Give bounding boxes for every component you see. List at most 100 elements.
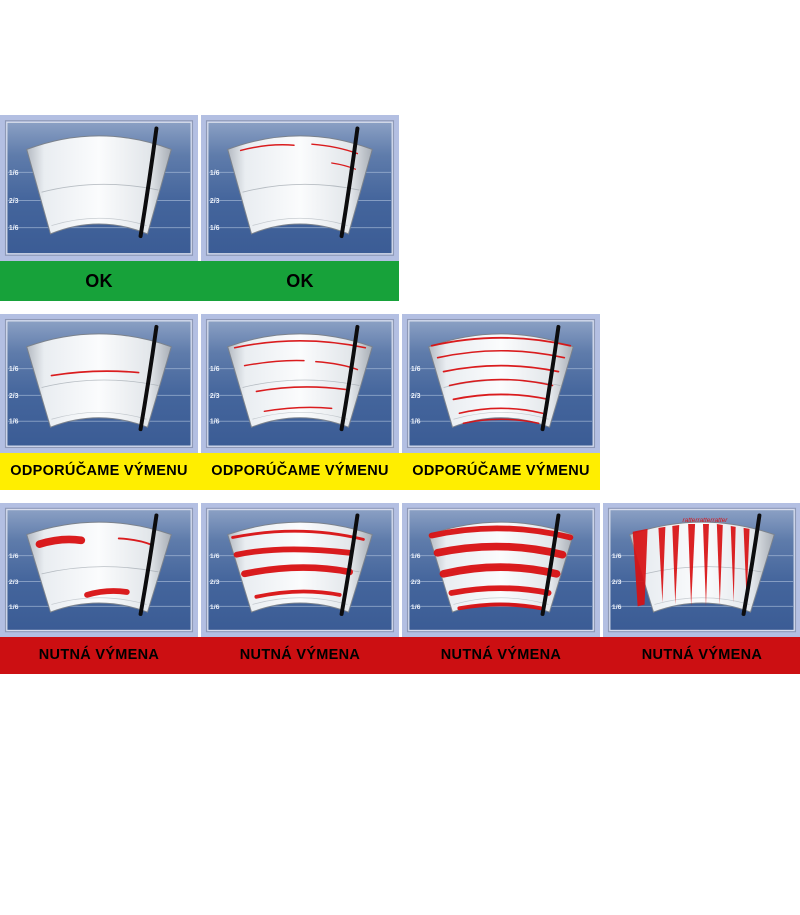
wear-streak [743,527,750,599]
wear-streak [243,359,305,367]
wiper-blade [339,324,360,432]
status-label: NUTNÁ VÝMENA [38,647,160,664]
status-label: ODPORÚČAME VÝMENU [10,463,188,480]
zone-label: 2/3 [210,197,220,205]
wiper-panel: 1/62/31/6 [0,503,198,637]
status-label: NUTNÁ VÝMENA [440,647,562,664]
wipe-arc-line [453,411,549,420]
wear-streak [239,144,295,152]
wipe-area [227,135,373,235]
wear-streak [233,340,367,349]
wear-streak [458,407,544,415]
wiper-blade [138,513,159,616]
wear-streak [702,524,709,607]
status-bar-replacement-recommended: ODPORÚČAME VÝMENU ODPORÚČAME VÝMENU ODPORÚ… [0,453,600,490]
zone-label: 1/6 [210,366,220,373]
wear-streak [315,360,359,371]
zone-label: 2/3 [9,579,19,586]
zone-label: 2/3 [411,393,421,400]
wiper-blade [741,513,762,616]
wiper-panel: 1/62/31/6 [201,503,399,637]
wiper-panel: 1/62/31/6 [0,314,198,453]
wear-streak [658,526,666,603]
zone-label: 1/6 [9,224,19,232]
wiper-blade [339,513,360,616]
frame-line [205,318,395,449]
wipe-arc-line [51,217,147,226]
frame-line [607,507,797,633]
wear-streak [255,386,347,393]
wear-streak [462,418,540,424]
wear-streak [632,528,648,607]
wiper-blade [540,324,561,432]
wipe-area [26,135,172,235]
wipe-arc-line [41,566,159,575]
zone-label: 1/6 [210,169,220,177]
zone-label: 1/6 [9,169,19,177]
wear-streak [448,378,554,387]
wear-streak [233,546,353,558]
wipe-arc-line [644,566,762,575]
status-label: OK [286,271,314,291]
zone-label: 2/3 [612,579,622,586]
frame-line [4,318,194,449]
wiper-panel: 1/62/31/6 [201,115,399,261]
status-label: ODPORÚČAME VÝMENU [211,463,389,480]
status-label: NUTNÁ VÝMENA [239,647,361,664]
zone-label: 2/3 [9,393,19,400]
wipe-arc-line [41,379,159,388]
wiper-panel: 1/62/31/6 [201,314,399,453]
zone-label: 1/6 [411,419,421,426]
wear-streak [50,370,140,377]
wear-streak [117,537,154,547]
frame-line [406,318,596,449]
zone-label: 1/6 [411,553,421,560]
status-bar-replacement-required: NUTNÁ VÝMENA NUTNÁ VÝMENA NUTNÁ VÝMENA NUTN… [0,637,800,674]
wipe-area [26,521,172,613]
wear-streak [439,563,561,578]
wipe-arc-line [242,379,360,388]
wear-streak [35,535,86,548]
wiper-blade [138,324,159,432]
wipe-area [428,333,574,428]
wipe-arc-line [41,183,159,193]
wiper-blade [339,126,360,239]
wipe-area [629,521,775,613]
chatter-text: ratterratterratter [682,517,728,524]
wiper-panel: 1/62/31/6 [0,115,198,261]
wear-streak [716,524,723,605]
frame-line [4,507,194,633]
frame-line [4,120,194,256]
zone-label: 1/6 [411,604,421,611]
wipe-arc-line [51,597,147,605]
wear-streak [241,564,353,578]
wipe-area [227,333,373,428]
wiper-panel: 1/62/31/6 [402,503,600,637]
zone-label: 2/3 [210,579,220,586]
wipe-arc-line [252,411,348,420]
wear-streak [436,349,566,359]
wear-streak [688,524,696,607]
wear-streak [452,393,550,401]
zone-label: 1/6 [612,553,622,560]
wear-streak [433,542,567,559]
status-label: ODPORÚČAME VÝMENU [412,463,590,480]
frame-line [205,120,395,256]
wear-streak [457,602,543,611]
zone-label: 1/6 [9,553,19,560]
wear-streak [263,406,333,413]
status-label: NUTNÁ VÝMENA [641,647,763,664]
wear-streak [448,585,552,596]
frame-line [406,507,596,633]
wear-streak [672,525,680,605]
